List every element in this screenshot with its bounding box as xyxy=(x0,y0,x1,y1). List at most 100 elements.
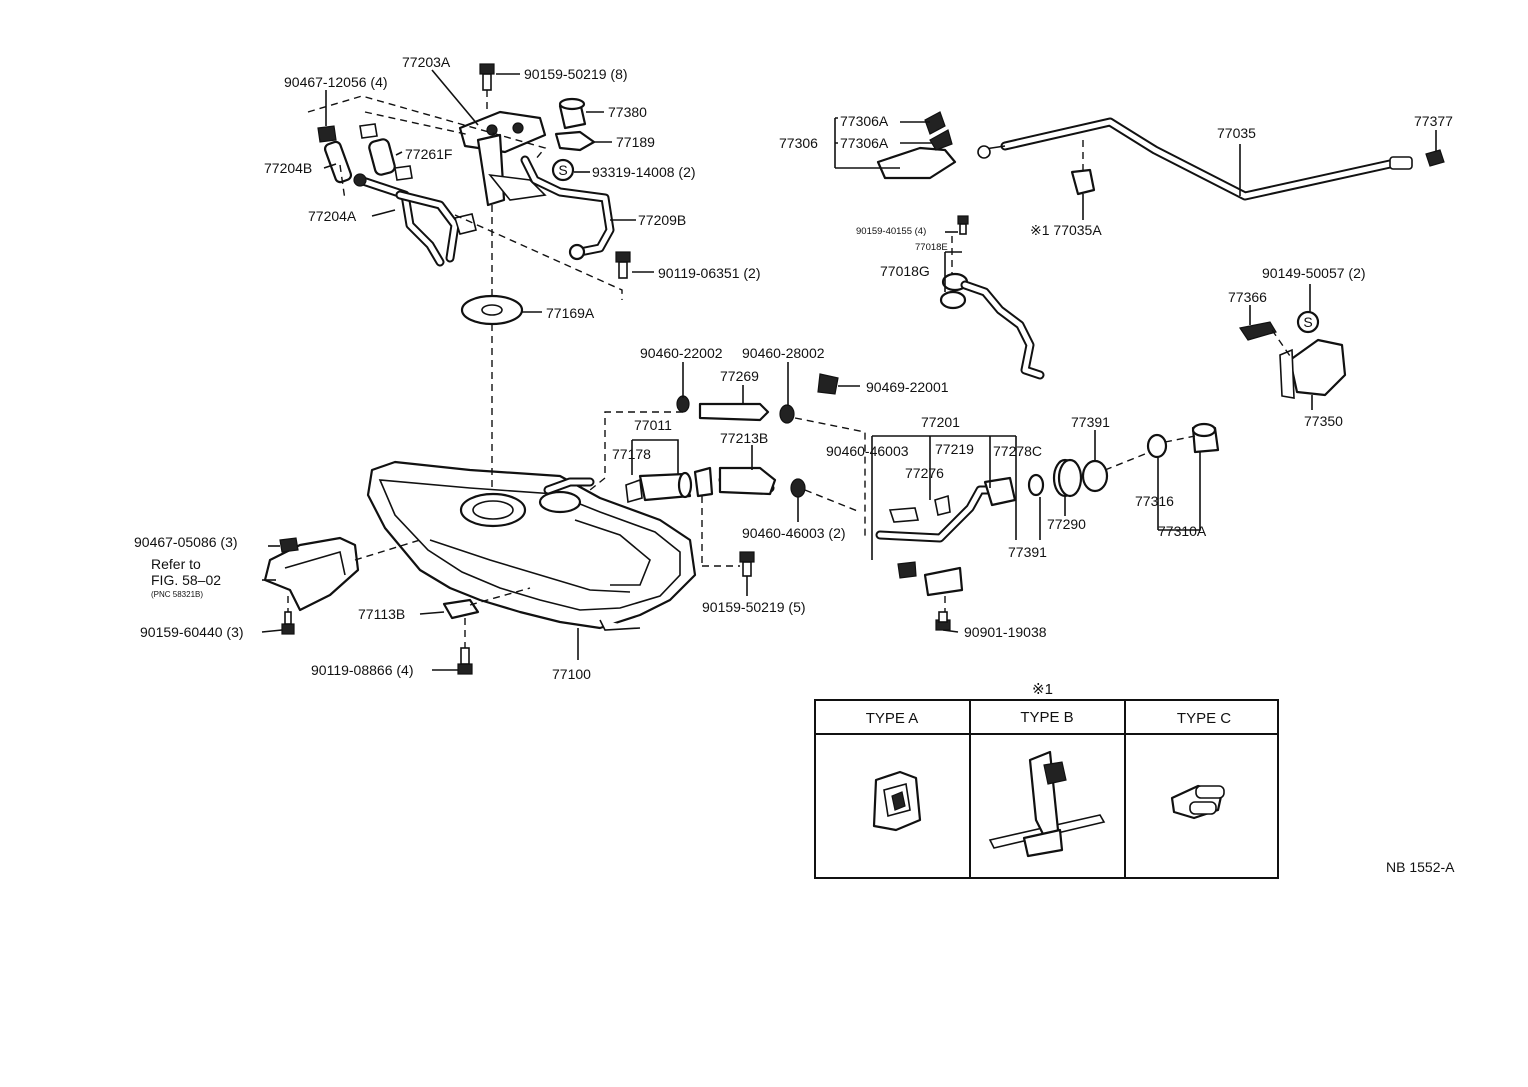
gasket-77169A xyxy=(460,294,524,326)
cap-77380 xyxy=(558,97,587,130)
label-90149-50057: 90149-50057 (2) xyxy=(1262,265,1366,281)
lock-parts-77306 xyxy=(876,111,957,180)
label-90119-06351: 90119-06351 (2) xyxy=(658,265,760,281)
figure-code: NB 1552-A xyxy=(1386,859,1455,875)
clip-77113B xyxy=(442,598,480,620)
label-77306: 77306 xyxy=(779,135,818,151)
table-header-type-b: TYPE B xyxy=(1020,709,1073,726)
table-header-type-a: TYPE A xyxy=(866,710,919,727)
label-77113B: 77113B xyxy=(358,606,405,622)
nut-77377 xyxy=(1425,149,1445,167)
label-77290: 77290 xyxy=(1047,516,1086,532)
bolt-90119-08866 xyxy=(457,647,473,675)
label-77178: 77178 xyxy=(612,446,651,462)
cable-77035 xyxy=(977,117,1413,201)
label-77366: 77366 xyxy=(1228,289,1267,305)
label-90159-50219-8: 90159-50219 (8) xyxy=(524,66,628,82)
pipe-77204A xyxy=(353,173,477,267)
s-mark-1: S xyxy=(558,162,567,178)
hose-77213B xyxy=(693,466,806,498)
label-90467-05086: 90467-05086 (3) xyxy=(134,534,238,550)
label-77350: 77350 xyxy=(1304,413,1343,429)
label-90119-08866: 90119-08866 (4) xyxy=(311,662,413,678)
bolt-90901-19038 xyxy=(935,611,951,631)
label-77380: 77380 xyxy=(608,104,647,120)
label-77201: 77201 xyxy=(921,414,960,430)
inlet-77011 xyxy=(625,471,693,504)
clamp-77035A xyxy=(1070,140,1096,220)
filter-77261F xyxy=(359,123,413,181)
label-77035A: ※1 77035A xyxy=(1030,222,1102,238)
label-77278C: 77278C xyxy=(993,443,1042,459)
bolt-90159-60440 xyxy=(281,611,295,635)
s-mark-2: S xyxy=(1303,314,1312,330)
cap-77310A xyxy=(1146,422,1220,459)
label-77276: 77276 xyxy=(905,465,944,481)
pump-bracket-77203A xyxy=(458,110,547,207)
bolt-90159-50219 xyxy=(479,63,495,112)
label-93319-14008: 93319-14008 (2) xyxy=(592,164,696,180)
label-77189: 77189 xyxy=(616,134,655,150)
label-90159-40155: 90159-40155 (4) xyxy=(856,226,926,237)
label-77169A: 77169A xyxy=(546,305,595,321)
label-90460-46003-b: 90460-46003 (2) xyxy=(742,525,846,541)
clamp-type-c-illustration xyxy=(1170,784,1225,820)
label-77391-a: 77391 xyxy=(1071,414,1110,430)
bolt-90119-06351 xyxy=(615,251,631,279)
label-77261F: 77261F xyxy=(405,146,452,162)
label-90159-50219-5: 90159-50219 (5) xyxy=(702,599,806,615)
pipe-77209B xyxy=(520,155,615,261)
label-77269: 77269 xyxy=(720,368,759,384)
label-77100: 77100 xyxy=(552,666,591,682)
label-77209B: 77209B xyxy=(638,212,686,228)
label-77018E: 77018E xyxy=(915,242,948,253)
hose-77269 xyxy=(676,373,839,424)
label-77219: 77219 xyxy=(935,441,974,457)
label-77316: 77316 xyxy=(1135,493,1174,509)
label-77018G: 77018G xyxy=(880,263,930,279)
table-header-type-c: TYPE C xyxy=(1177,710,1231,727)
label-refer-fig: FIG. 58–02 xyxy=(151,572,221,588)
clamp-type-a-illustration xyxy=(872,770,922,832)
part-labels: 77203A 90159-50219 (8) 90467-12056 (4) 7… xyxy=(134,54,1453,682)
label-refer-to: Refer to xyxy=(151,556,201,572)
label-90469-22001: 90469-22001 xyxy=(866,379,949,395)
ring-77391 xyxy=(1027,459,1109,497)
leader-lines xyxy=(261,69,1437,671)
gasket-77290 xyxy=(1052,458,1083,498)
label-90467-12056: 90467-12056 (4) xyxy=(284,74,388,90)
table-note-mark: ※1 xyxy=(1032,681,1053,698)
washer-93319-14008: S xyxy=(551,158,575,182)
label-77204B: 77204B xyxy=(264,160,312,176)
fuel-door-77350: S xyxy=(1239,310,1347,399)
label-90159-60440: 90159-60440 (3) xyxy=(140,624,244,640)
label-90901-19038: 90901-19038 xyxy=(964,624,1047,640)
grommet-90467-12056 xyxy=(317,125,337,143)
label-90460-28002: 90460-28002 xyxy=(742,345,825,361)
label-77204A: 77204A xyxy=(308,208,357,224)
type-table: ※1 TYPE A TYPE B TYPE C xyxy=(814,681,1279,879)
opener-77018 xyxy=(939,215,1045,380)
pump-dashed-outline xyxy=(307,95,623,490)
label-77391-b: 77391 xyxy=(1008,544,1047,560)
label-refer-pnc: (PNC 58321B) xyxy=(151,590,203,599)
label-77306A-2: 77306A xyxy=(840,135,889,151)
hose-77204B xyxy=(323,140,353,184)
fuel-tank-77100 xyxy=(366,460,697,631)
filler-pipe-77201 xyxy=(875,476,1017,597)
label-77306A-1: 77306A xyxy=(840,113,889,129)
clamp-type-b-illustration xyxy=(988,750,1106,858)
label-77035: 77035 xyxy=(1217,125,1256,141)
clip-77189 xyxy=(554,130,596,152)
label-90460-46003-a: 90460-46003 xyxy=(826,443,909,459)
label-77203A: 77203A xyxy=(402,54,451,70)
bolt-90159-50219-b xyxy=(739,551,755,577)
label-77213B: 77213B xyxy=(720,430,768,446)
label-77310A: 77310A xyxy=(1158,523,1207,539)
label-90460-22002: 90460-22002 xyxy=(640,345,723,361)
label-77011: 77011 xyxy=(634,417,672,433)
label-77377: 77377 xyxy=(1414,113,1453,129)
protector-refer-fig-58-02 xyxy=(263,536,360,612)
